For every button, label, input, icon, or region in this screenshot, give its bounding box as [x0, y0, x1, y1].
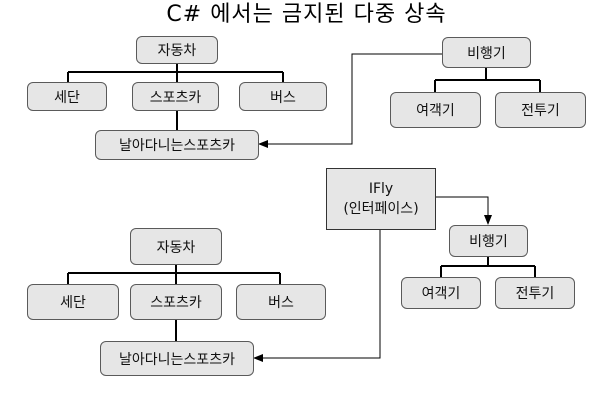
bottom-interface-connector	[436, 196, 492, 225]
bottom-airplane-node: 비행기	[449, 225, 528, 257]
top-car-node: 자동차	[136, 36, 218, 64]
bottom-passenger-plane-node: 여객기	[401, 277, 481, 309]
top-bus-node: 버스	[239, 82, 327, 111]
top-car-hierarchy-lines	[67, 63, 284, 130]
interface-name: IFly	[368, 181, 394, 197]
bottom-airplane-hierarchy-lines	[440, 257, 536, 277]
page-title: C# 에서는 금지된 다중 상속	[166, 2, 447, 27]
top-sedan-node: 세단	[27, 82, 107, 111]
bottom-interface-implementation-connector	[253, 230, 381, 362]
bottom-flying-sportscar-node: 날아다니는스포츠카	[100, 341, 254, 376]
bottom-bus-node: 버스	[236, 284, 326, 320]
top-passenger-plane-node: 여객기	[390, 92, 481, 128]
interface-note: (인터페이스)	[343, 201, 419, 217]
interface-node: IFly (인터페이스)	[326, 168, 436, 230]
top-fighter-node: 전투기	[495, 92, 586, 128]
top-sportscar-node: 스포츠카	[132, 82, 219, 111]
bottom-sedan-node: 세단	[27, 284, 119, 320]
bottom-car-hierarchy-lines	[67, 265, 281, 341]
bottom-car-node: 자동차	[130, 228, 222, 265]
bottom-fighter-node: 전투기	[495, 277, 575, 309]
top-multiple-inheritance-connector	[258, 53, 442, 148]
bottom-sportscar-node: 스포츠카	[130, 284, 222, 320]
top-airplane-node: 비행기	[442, 37, 531, 68]
top-flying-sportscar-node: 날아다니는스포츠카	[95, 130, 259, 160]
top-airplane-hierarchy-lines	[434, 68, 541, 92]
